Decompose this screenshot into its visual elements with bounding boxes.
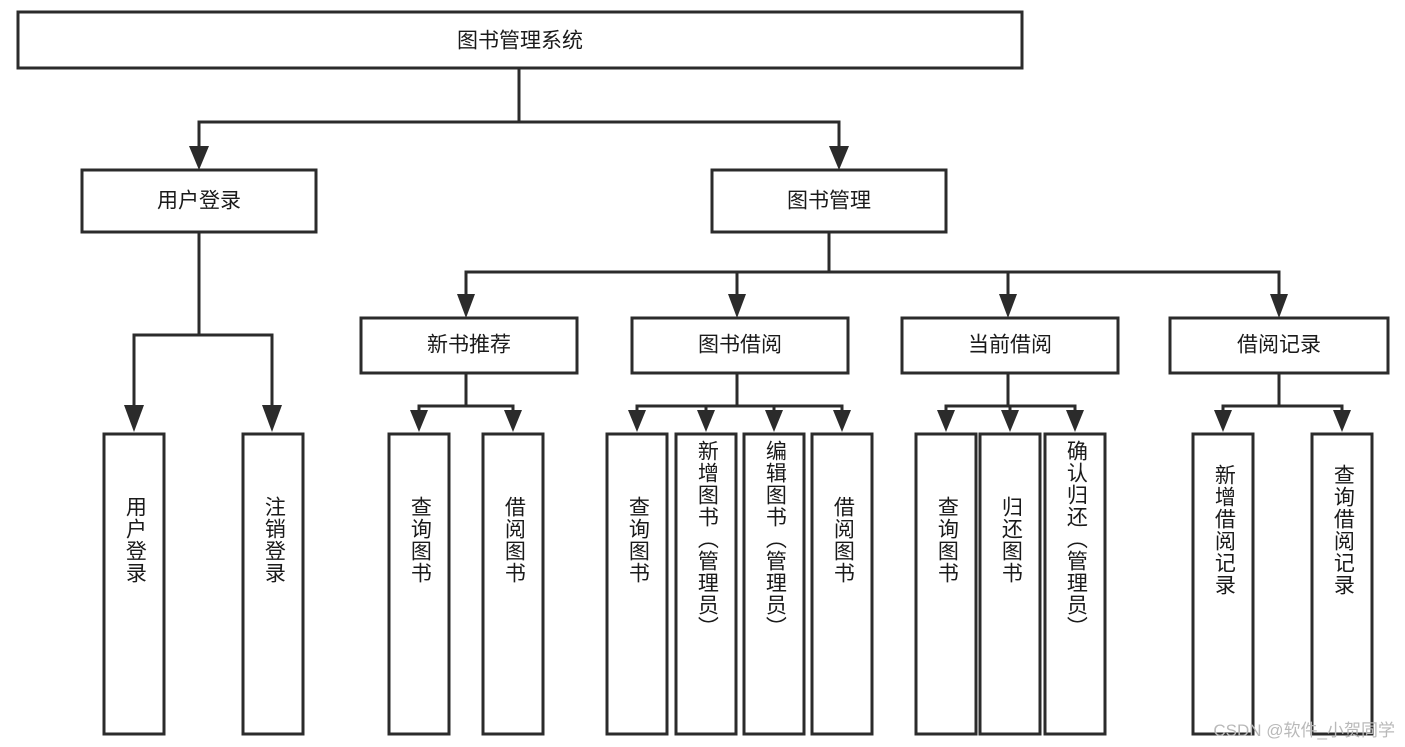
arrow-user-login [189,146,209,170]
arrow-leaf-l3 [410,410,428,432]
node-user-login-box[interactable] [80,168,318,234]
node-current-borrow-label: 当前借阅 [968,334,1052,357]
node-root-box[interactable] [16,10,1024,70]
node-user-login-label: 用户登录 [157,190,241,213]
connector-new-book-to-leaves [410,371,522,432]
connector-book-borrow-to-leaves [628,371,851,432]
arrow-leaf-l4 [504,410,522,432]
arrow-current-borrow [999,294,1017,318]
arrow-borrow-record [1270,294,1288,318]
connector-borrow-record-to-leaves [1214,371,1351,432]
node-new-book-recommend-label: 新书推荐 [427,334,511,357]
leaf-box-query-book-borrow[interactable] [605,432,669,736]
leaf-box-borrow-book-new[interactable] [481,432,545,736]
arrow-leaf-l11 [1066,410,1084,432]
connector-current-borrow-to-leaves [937,371,1084,432]
arrow-leaf-l1 [124,405,144,432]
arrow-leaf-l8 [833,410,851,432]
node-book-borrow-label: 图书借阅 [698,334,782,357]
connector-book-manage-to-level3 [457,230,1288,318]
arrow-leaf-l7 [765,410,783,432]
node-user-login[interactable]: 用户登录 [80,168,318,234]
connector-user-login-to-leaves [124,230,282,432]
node-book-manage-label: 图书管理 [787,190,871,213]
leaf-box-query-borrow-record[interactable] [1310,432,1374,736]
arrow-leaf-l10 [1001,410,1019,432]
arrow-book-manage [829,146,849,170]
arrow-new-book [457,294,475,318]
node-current-borrow[interactable]: 当前借阅 [900,316,1120,375]
arrow-leaf-l5 [628,410,646,432]
node-book-borrow[interactable]: 图书借阅 [630,316,850,375]
node-current-borrow-box[interactable] [900,316,1120,375]
connector-root-to-level2 [189,66,849,170]
arrow-leaf-l2 [262,405,282,432]
leaf-box-query-book-new[interactable] [387,432,451,736]
arrow-leaf-l12 [1214,410,1232,432]
node-book-manage[interactable]: 图书管理 [710,168,948,234]
leaf-box-add-book-admin[interactable] [674,432,738,736]
node-borrow-record-label: 借阅记录 [1237,334,1321,357]
node-new-book-recommend[interactable]: 新书推荐 [359,316,579,375]
node-root[interactable]: 图书管理系统 [16,10,1024,70]
node-borrow-record-box[interactable] [1168,316,1390,375]
arrow-leaf-l13 [1333,410,1351,432]
csdn-watermark: CSDN @软件_小贺同学 [1213,721,1395,740]
node-root-label: 图书管理系统 [457,30,583,53]
arrow-leaf-l6 [697,410,715,432]
leaf-box-logout[interactable] [241,432,305,736]
node-book-borrow-box[interactable] [630,316,850,375]
leaf-box-borrow-book[interactable] [810,432,874,736]
leaf-box-user-login[interactable] [102,432,166,736]
leaf-box-query-book-current[interactable] [914,432,978,736]
arrow-leaf-l9 [937,410,955,432]
node-book-manage-box[interactable] [710,168,948,234]
leaf-box-confirm-return-admin[interactable] [1043,432,1107,736]
node-borrow-record[interactable]: 借阅记录 [1168,316,1390,375]
leaf-box-return-book[interactable] [978,432,1042,736]
leaf-box-add-borrow-record[interactable] [1191,432,1255,736]
arrow-book-borrow [728,294,746,318]
node-new-book-recommend-box[interactable] [359,316,579,375]
leaf-box-edit-book-admin[interactable] [742,432,806,736]
